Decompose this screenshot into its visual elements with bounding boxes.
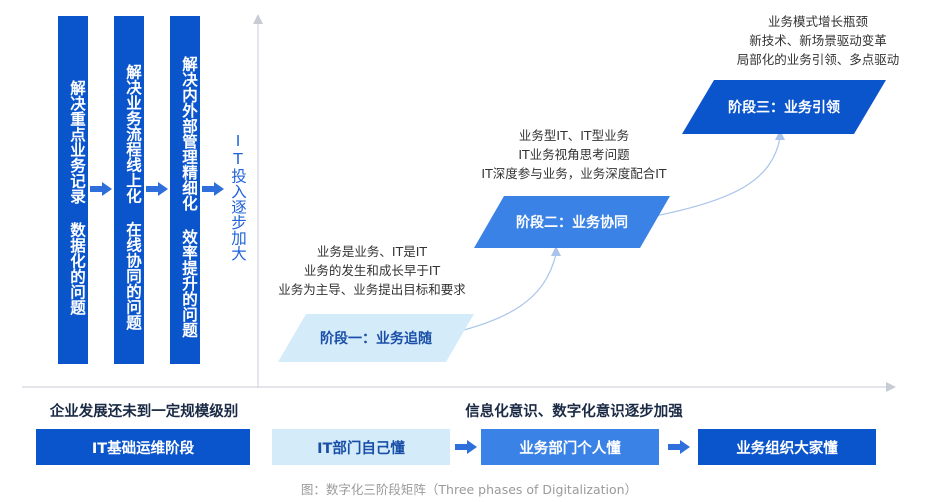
phase-1-label: 阶段一：业务追随: [320, 331, 432, 347]
left-bar-2-text: 解决业务流程线上化 在线协同的问题: [124, 64, 142, 330]
arrow-right-icon: [668, 440, 690, 454]
bottom-box-2: 业务部门个人懂: [481, 429, 659, 465]
phase-2-note-1: 业务型IT、IT型业务: [518, 128, 630, 143]
phase-1-note-1: 业务是业务、IT是IT: [316, 244, 428, 259]
phase-2: 阶段二：业务协同: [474, 196, 670, 248]
bottom-box-1-label: IT部门自己懂: [317, 440, 405, 457]
phase-2-note-2: IT业务视角思考问题: [518, 147, 630, 162]
phase-1-shape: [278, 314, 474, 362]
phase-3-note-3: 局部化的业务引领、多点驱动: [736, 52, 900, 67]
left-bar-2: 解决业务流程线上化 在线协同的问题: [114, 16, 144, 364]
bottom-box-3: 业务组织大家懂: [698, 429, 876, 465]
phase-2-notes: 业务型IT、IT型业务 IT业务视角思考问题 IT深度参与业务，业务深度配合IT: [458, 126, 690, 183]
phase-1: 阶段一：业务追随: [278, 314, 474, 362]
figure-caption: 图：数字化三阶段矩阵（Three phases of Digitalizatio…: [300, 482, 638, 497]
it-basic-ops-box: IT基础运维阶段: [36, 429, 250, 465]
phase-2-note-3: IT深度参与业务，业务深度配合IT: [481, 166, 667, 181]
arrow-right-icon: [202, 182, 224, 196]
phase-1-notes: 业务是业务、IT是IT 业务的发生和成长早于IT 业务为主导、业务提出目标和要求: [262, 242, 482, 299]
phase-3-shape: [682, 80, 886, 134]
bottom-box-1: IT部门自己懂: [272, 429, 450, 465]
phase-3-notes: 业务模式增长瓶颈 新技术、新场景驱动变革 局部化的业务引领、多点驱动: [718, 12, 918, 69]
it-investment-label: IT投入逐步加大: [229, 132, 247, 261]
left-bar-3-text: 解决内外部管理精细化 效率提升的问题: [180, 56, 198, 338]
phase-2-label: 阶段二：业务协同: [516, 215, 628, 231]
phase-3-note-2: 新技术、新场景驱动变革: [749, 33, 887, 48]
arrow-right-icon: [455, 440, 477, 454]
left-bar-1: 解决重点业务记录 数据化的问题: [58, 16, 88, 364]
left-bar-1-text: 解决重点业务记录 数据化的问题: [68, 79, 86, 315]
left-bar-3: 解决内外部管理精细化 效率提升的问题: [170, 16, 200, 364]
phase-3-note-1: 业务模式增长瓶颈: [767, 14, 868, 29]
bottom-box-3-label: 业务组织大家懂: [736, 440, 838, 457]
right-section-title: 信息化意识、数字化意识逐步加强: [465, 404, 683, 420]
it-basic-ops-label: IT基础运维阶段: [91, 440, 195, 457]
phase-1-note-3: 业务为主导、业务提出目标和要求: [278, 282, 466, 297]
left-section-title: 企业发展还未到一定规模级别: [49, 404, 239, 420]
phase-3: 阶段三：业务引领: [682, 80, 886, 134]
arrow-right-icon: [146, 182, 168, 196]
arrow-right-icon: [90, 182, 112, 196]
phase-1-note-2: 业务的发生和成长早于IT: [303, 263, 441, 278]
phase-2-shape: [474, 196, 670, 248]
bottom-box-2-label: 业务部门个人懂: [519, 440, 621, 457]
phase-3-label: 阶段三：业务引领: [728, 100, 840, 116]
